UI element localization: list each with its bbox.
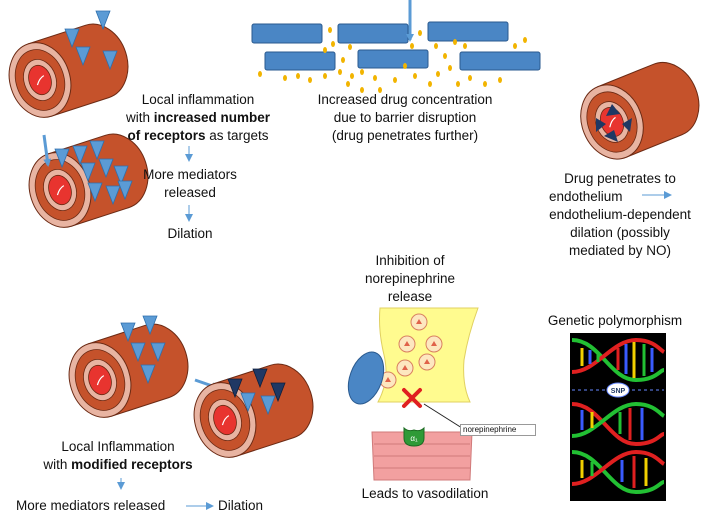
caption-line: Local Inflammation xyxy=(61,439,175,454)
bottom-dilation: Dilation xyxy=(218,498,264,513)
caption-line: endothelium xyxy=(549,189,623,204)
caption-line: of receptors as targets xyxy=(118,127,278,145)
mediators-text: More mediators xyxy=(143,167,237,182)
caption-suffix: as targets xyxy=(205,128,269,143)
inhibition-cross xyxy=(402,388,422,408)
caption-line: dilation (possibly xyxy=(570,225,670,240)
snp-label: SNP xyxy=(611,388,626,395)
caption-line: mediated by NO) xyxy=(568,243,672,258)
caption-bold: of receptors xyxy=(127,128,206,143)
vessel-top-left xyxy=(0,10,138,127)
norepinephrine-label: norepinephrine xyxy=(460,424,536,436)
caption-line: with modified receptors xyxy=(18,456,218,474)
nerve-terminal xyxy=(377,307,479,403)
released-text: released xyxy=(164,185,216,200)
caption-line: release xyxy=(387,289,433,304)
mediators-caption: More mediators released xyxy=(130,166,250,202)
barrier-caption: Increased drug concentration due to barr… xyxy=(300,91,510,145)
glial-cell xyxy=(347,351,385,405)
caption-line: (drug penetrates further) xyxy=(331,128,479,143)
dilation-caption: Dilation xyxy=(167,226,213,241)
caption-line: Drug penetrates to xyxy=(564,171,676,186)
drug-particles xyxy=(258,27,527,93)
endothelium-caption: Drug penetrates to endothelium endotheli… xyxy=(535,170,705,260)
vessel-right xyxy=(569,52,710,170)
caption-line: Increased drug concentration xyxy=(317,92,493,107)
endothelial-barrier xyxy=(251,21,541,71)
caption-line: norepinephrine xyxy=(364,271,456,286)
caption-line: Inhibition of xyxy=(375,253,445,268)
top-left-caption: Local inflammation with increased number… xyxy=(118,91,278,145)
dna-panel: SNP xyxy=(570,333,666,501)
snp-marker xyxy=(606,382,630,398)
bottom-left-caption: Local Inflammation with modified recepto… xyxy=(18,438,218,474)
caption-bold: modified receptors xyxy=(71,457,193,472)
caption-bold: increased number xyxy=(153,110,271,125)
caption-prefix: with xyxy=(43,457,72,472)
caption-line: Local inflammation xyxy=(141,92,255,107)
alpha1-receptor: α₁ xyxy=(403,426,425,447)
bottom-mediators: More mediators released xyxy=(16,498,166,513)
arrow-vessel-down xyxy=(42,134,52,167)
genetic-title: Genetic polymorphism xyxy=(547,313,683,328)
vessel-bottom-left-a xyxy=(59,315,198,427)
norepinephrine-pointer xyxy=(423,403,463,429)
caption-line: with increased number xyxy=(118,109,278,127)
alpha1-label: α₁ xyxy=(410,434,418,443)
vasodilation-caption: Leads to vasodilation xyxy=(361,486,489,501)
caption-line: due to barrier disruption xyxy=(333,110,477,125)
caption-prefix: with xyxy=(125,110,154,125)
inhibition-caption: Inhibition of norepinephrine release xyxy=(345,252,475,306)
caption-line: endothelium-dependent xyxy=(549,207,691,222)
